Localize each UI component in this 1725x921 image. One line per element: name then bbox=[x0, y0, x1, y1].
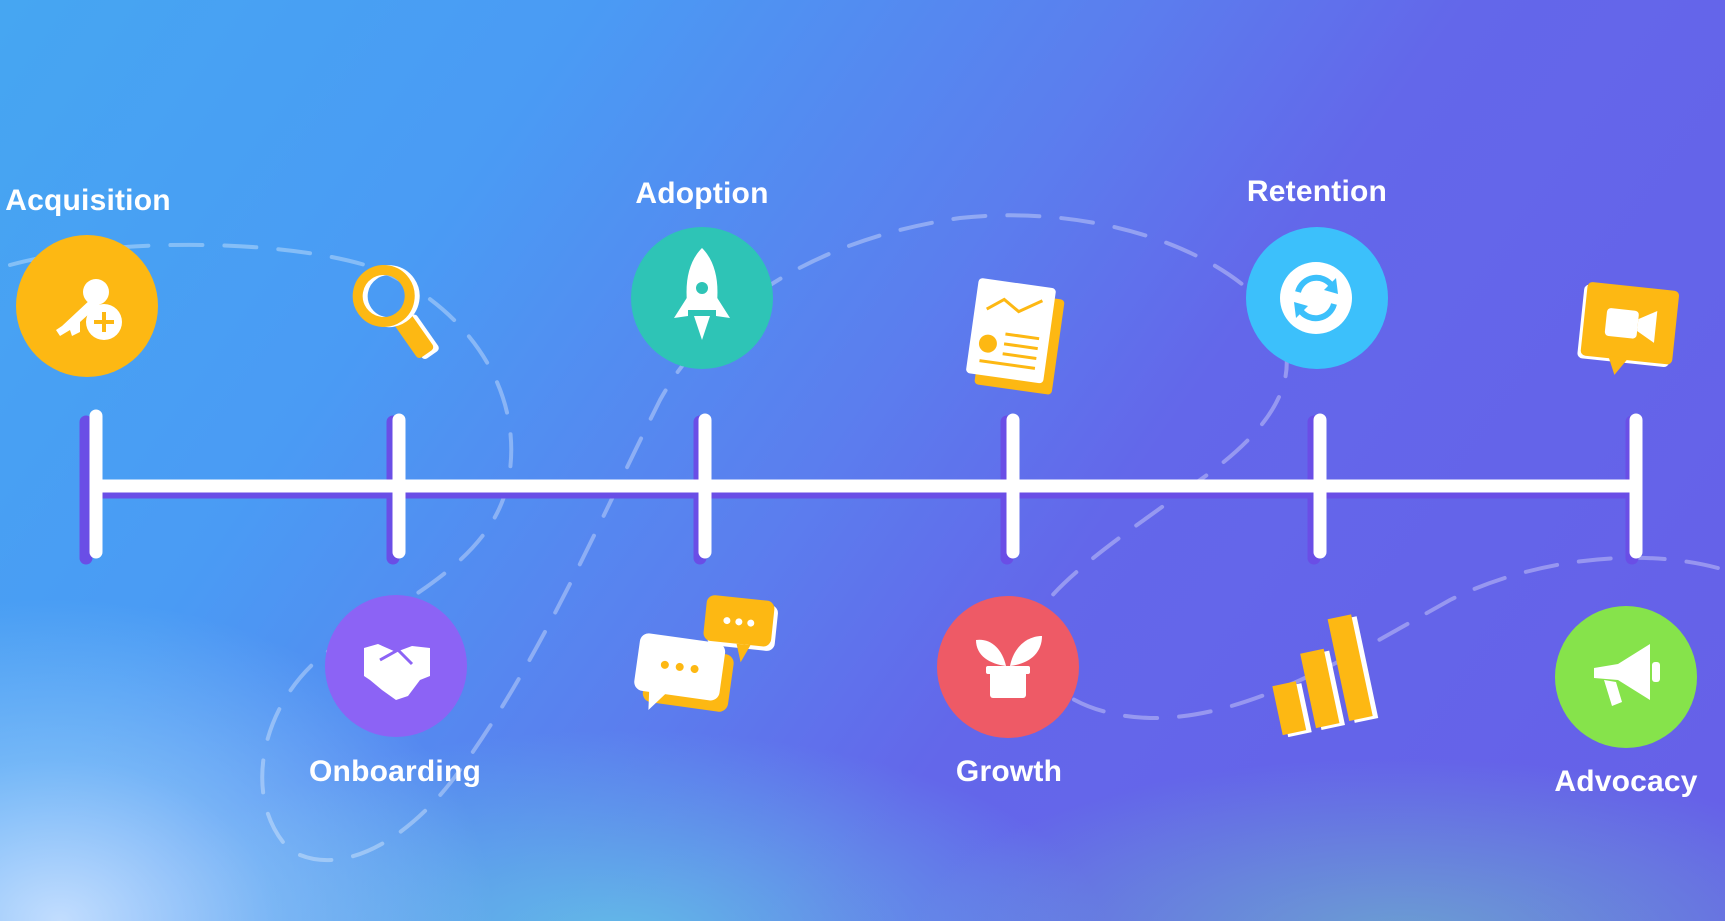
key-plus-icon bbox=[16, 235, 158, 377]
stage-label-retention: Retention bbox=[1246, 175, 1388, 208]
video-camera-icon bbox=[1577, 282, 1680, 375]
timeline-axis bbox=[89, 409, 1643, 559]
stage-label-onboarding: Onboarding bbox=[309, 755, 481, 788]
stage-label-growth: Growth bbox=[955, 755, 1063, 788]
stage-label-acquisition: Acquisition bbox=[5, 184, 171, 217]
magnifier-icon bbox=[352, 264, 439, 359]
megaphone-icon bbox=[1555, 606, 1697, 748]
refresh-icon bbox=[1246, 227, 1388, 369]
report-icon bbox=[966, 278, 1065, 395]
stage-label-adoption: Adoption bbox=[635, 177, 769, 210]
rocket-icon bbox=[631, 227, 773, 369]
dashed-journey-path bbox=[8, 213, 1725, 862]
chat-bubbles-icon bbox=[634, 595, 778, 712]
handshake-icon bbox=[325, 595, 467, 737]
plant-icon bbox=[937, 596, 1079, 738]
stage-label-advocacy: Advocacy bbox=[1554, 765, 1698, 798]
bar-chart-icon bbox=[1272, 614, 1379, 738]
